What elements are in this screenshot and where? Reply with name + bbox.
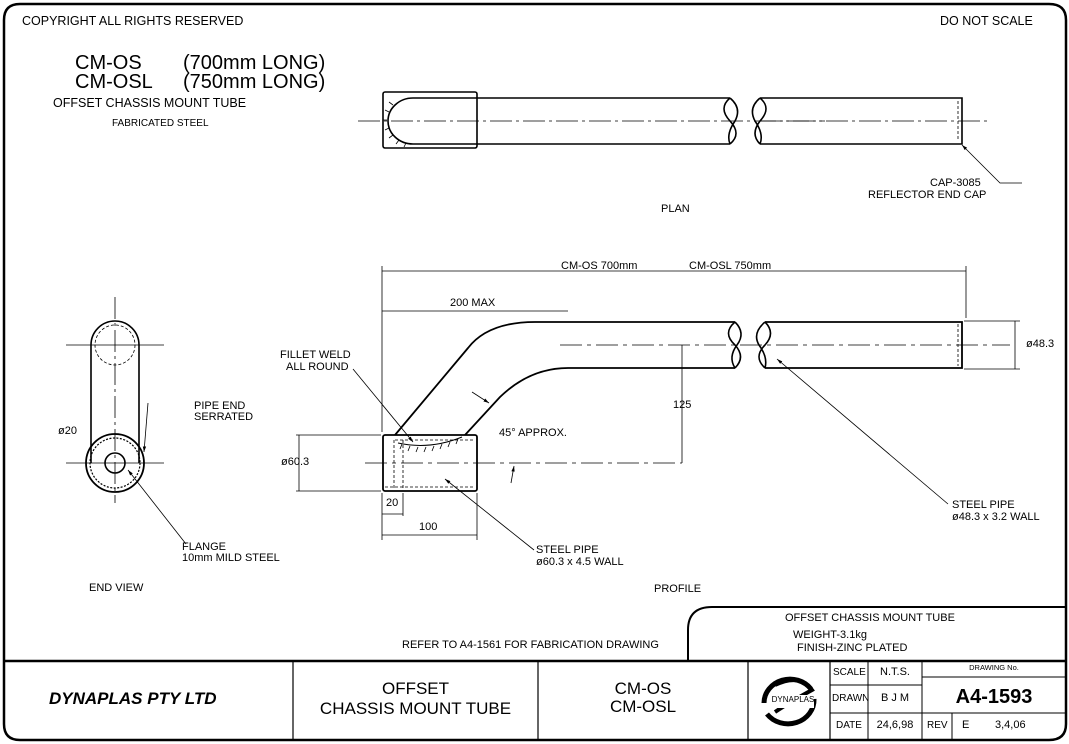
profile-view-label: PROFILE (654, 583, 702, 595)
dim-base-length: 100 (419, 521, 438, 533)
dim-base-diameter: ø60.3 (281, 456, 310, 468)
callout-tube-pipe-1: STEEL PIPE (952, 499, 1015, 511)
end-view-callout-flange-2: 10mm MILD STEEL (182, 552, 280, 564)
dim-offset: 125 (673, 399, 692, 411)
do-not-scale-notice: DO NOT SCALE (940, 14, 1033, 28)
dim-angle: 45° APPROX. (499, 427, 567, 439)
part-length-2: (750mm LONG) (183, 71, 326, 93)
scale-label: SCALE (833, 667, 866, 678)
scale-value: N.T.S. (880, 666, 910, 678)
date-value: 24,6,98 (876, 719, 914, 731)
revision-date: 3,4,06 (995, 719, 1026, 731)
part-code-line1: CM-OS (614, 679, 672, 698)
dim-bend-max: 200 MAX (450, 297, 496, 309)
end-view-callout-pipe-end-2: SERRATED (194, 411, 254, 423)
spec-weight: WEIGHT-3.1kg (793, 629, 867, 641)
drawn-value: B J M (880, 692, 910, 704)
end-view-callout-pipe-end-1: PIPE END (194, 400, 246, 412)
end-view-hole-dia: ø20 (58, 425, 77, 437)
copyright-notice: COPYRIGHT ALL RIGHTS RESERVED (22, 14, 244, 28)
callout-tube-pipe-2: ø48.3 x 3.2 WALL (952, 511, 1040, 523)
part-material: FABRICATED STEEL (112, 118, 209, 129)
part-code-line2: CM-OSL (609, 697, 677, 716)
callout-weld-1: FILLET WELD (280, 349, 351, 361)
spec-finish: FINISH-ZINC PLATED (797, 642, 908, 654)
callout-weld-2: ALL ROUND (286, 361, 349, 373)
fabrication-reference-note: REFER TO A4-1561 FOR FABRICATION DRAWING (402, 639, 659, 651)
end-view-geometry (66, 297, 187, 545)
drawing-title-line1: OFFSET (381, 679, 450, 698)
part-length-1: (700mm LONG) (183, 52, 326, 74)
part-code-2: CM-OSL (75, 71, 153, 93)
revision-value: E (962, 719, 970, 731)
drawn-label: DRAWN (832, 693, 870, 704)
company-name: DYNAPLAS PTY LTD (49, 689, 217, 708)
dim-tube-diameter: ø48.3 (1026, 338, 1055, 350)
drawing-number-label: DRAWING No. (969, 663, 1019, 672)
title-block-frame (4, 606, 1066, 740)
plan-view-geometry (358, 91, 1022, 184)
drawing-number: A4-1593 (955, 686, 1033, 708)
callout-base-pipe-2: ø60.3 x 4.5 WALL (536, 556, 624, 568)
drawing-title-line2: CHASSIS MOUNT TUBE (319, 699, 512, 718)
plan-callout-cap-desc: REFLECTOR END CAP (868, 189, 987, 201)
logo-text: DYNAPLAS (771, 695, 815, 704)
end-view-label: END VIEW (89, 582, 144, 594)
profile-view-geometry (296, 266, 1020, 551)
end-view-callout-flange-1: FLANGE (182, 541, 227, 553)
dim-overall-cm-osl: CM-OSL 750mm (689, 260, 772, 272)
dim-flange-length: 20 (386, 497, 399, 509)
revision-label: REV (927, 720, 948, 731)
date-label: DATE (836, 720, 862, 731)
part-description: OFFSET CHASSIS MOUNT TUBE (53, 96, 247, 110)
dim-overall-cm-os: CM-OS 700mm (561, 260, 638, 272)
spec-title: OFFSET CHASSIS MOUNT TUBE (785, 612, 955, 624)
callout-base-pipe-1: STEEL PIPE (536, 544, 599, 556)
dynaplas-logo (761, 676, 817, 727)
plan-callout-cap-code: CAP-3085 (930, 177, 981, 189)
plan-view-label: PLAN (661, 203, 690, 215)
part-code-1: CM-OS (75, 52, 142, 74)
